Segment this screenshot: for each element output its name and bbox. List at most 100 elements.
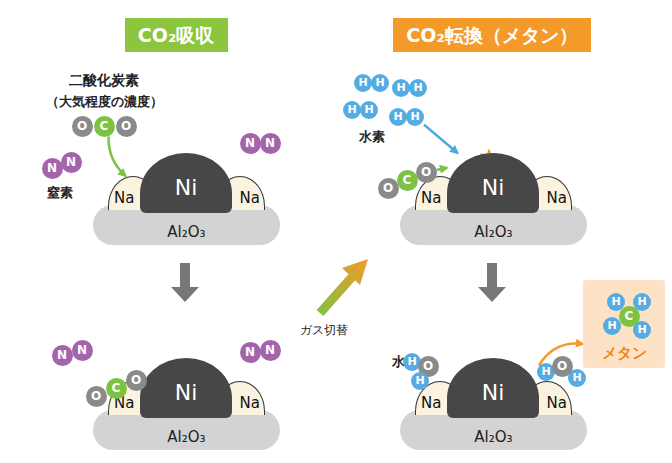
nickel-dome: Ni [447, 153, 539, 213]
node-text: H [607, 319, 616, 332]
node-text: Al₂O₃ [474, 223, 512, 241]
node-text: N [265, 343, 275, 357]
node-text: CO₂吸収 [138, 24, 214, 47]
flow-arrow [424, 125, 458, 153]
atom-circle: H [409, 79, 427, 97]
node-text: Na [240, 189, 260, 207]
node-text: Ni [482, 380, 505, 406]
atom-circle: N [61, 152, 82, 173]
node-text: N [265, 136, 275, 150]
node-text: N [245, 345, 255, 359]
node-text: H [393, 110, 402, 123]
atom-circle: C [106, 378, 127, 399]
node-text: H [413, 81, 422, 94]
node-text: N [245, 136, 255, 150]
node-text: H [637, 295, 646, 308]
atom-circle: N [260, 133, 281, 154]
atom-circle: N [42, 158, 63, 179]
atom-circle: H [411, 372, 429, 390]
node-text: C [625, 309, 634, 323]
node-text: O [91, 389, 101, 403]
node-text: C [100, 119, 109, 133]
atom-circle: N [72, 340, 93, 361]
node-text: O [383, 181, 393, 195]
node-text: Na [421, 394, 441, 412]
atom-circle: C [94, 116, 115, 137]
product-box: メタンCHHHH [583, 280, 665, 368]
atom-circle: H [603, 317, 621, 335]
atom-circle: H [633, 321, 651, 339]
atom-circle: H [633, 293, 651, 311]
node-text: O [557, 359, 567, 373]
atom-circle: O [72, 116, 93, 137]
node-text: Na [421, 189, 441, 207]
node-text: N [57, 348, 67, 362]
nickel-dome: Ni [140, 358, 232, 418]
node-text: H [375, 76, 384, 89]
atom-circle: H [392, 79, 410, 97]
node-text: H [407, 355, 416, 368]
node-text: H [611, 295, 620, 308]
node-text: N [66, 155, 76, 169]
node-text: H [541, 365, 550, 378]
node-text: O [121, 119, 131, 133]
node-text: Ni [175, 175, 198, 201]
node-text: H [396, 81, 405, 94]
atom-circle: H [406, 108, 424, 126]
nickel-dome: Ni [140, 153, 232, 213]
node-text: O [421, 165, 431, 179]
atom-circle: N [52, 345, 73, 366]
atom-circle: O [378, 178, 399, 199]
atom-circle: O [126, 370, 147, 391]
node-text: H [358, 76, 367, 89]
node-text: H [347, 103, 356, 116]
atom-circle: H [568, 369, 586, 387]
node-text: H [572, 371, 581, 384]
atom-circle: O [86, 386, 107, 407]
node-text: Na [547, 189, 567, 207]
atom-circle: H [360, 101, 378, 119]
node-text: N [47, 161, 57, 175]
node-text: H [637, 323, 646, 336]
caption-label: 二酸化炭素 [69, 72, 139, 89]
node-text: N [77, 343, 87, 357]
atom-circle: H [607, 293, 625, 311]
node-text: Al₂O₃ [474, 428, 512, 446]
atom-circle: H [371, 74, 389, 92]
caption-label: 水素 [359, 129, 385, 145]
atom-circle: N [240, 342, 261, 363]
node-text: H [415, 374, 424, 387]
atom-circle: O [116, 116, 137, 137]
atom-circle: C [397, 170, 418, 191]
atom-circle: H [389, 108, 407, 126]
flow-arrow [437, 168, 448, 170]
stage-header: CO₂吸収 [125, 18, 228, 52]
node-text: H [364, 103, 373, 116]
node-text: Na [240, 394, 260, 412]
switch-arrow [320, 259, 368, 313]
caption-label: 窒素 [47, 185, 73, 201]
caption-label: （大気程度の濃度） [46, 94, 163, 109]
flow-arrow [109, 137, 126, 177]
nickel-dome: Ni [447, 358, 539, 418]
node-text: H [410, 110, 419, 123]
node-text: O [423, 359, 433, 373]
atom-circle: O [416, 162, 437, 183]
node-text: O [131, 373, 141, 387]
node-text: Ni [175, 380, 198, 406]
node-text: C [112, 381, 121, 395]
atom-circle: N [240, 133, 261, 154]
node-text: Al₂O₃ [167, 428, 205, 446]
step-arrow [478, 263, 506, 302]
node-text: CO₂転換（メタン） [406, 24, 577, 47]
node-text: Al₂O₃ [167, 223, 205, 241]
node-text: Na [114, 189, 134, 207]
node-text: Ni [482, 175, 505, 201]
stage-header: CO₂転換（メタン） [393, 18, 591, 52]
atom-circle: N [260, 340, 281, 361]
caption-label: ガス切替 [300, 323, 348, 337]
node-text: O [77, 119, 87, 133]
node-text: メタン [602, 344, 647, 362]
atom-circle: H [343, 101, 361, 119]
node-text: C [403, 173, 412, 187]
